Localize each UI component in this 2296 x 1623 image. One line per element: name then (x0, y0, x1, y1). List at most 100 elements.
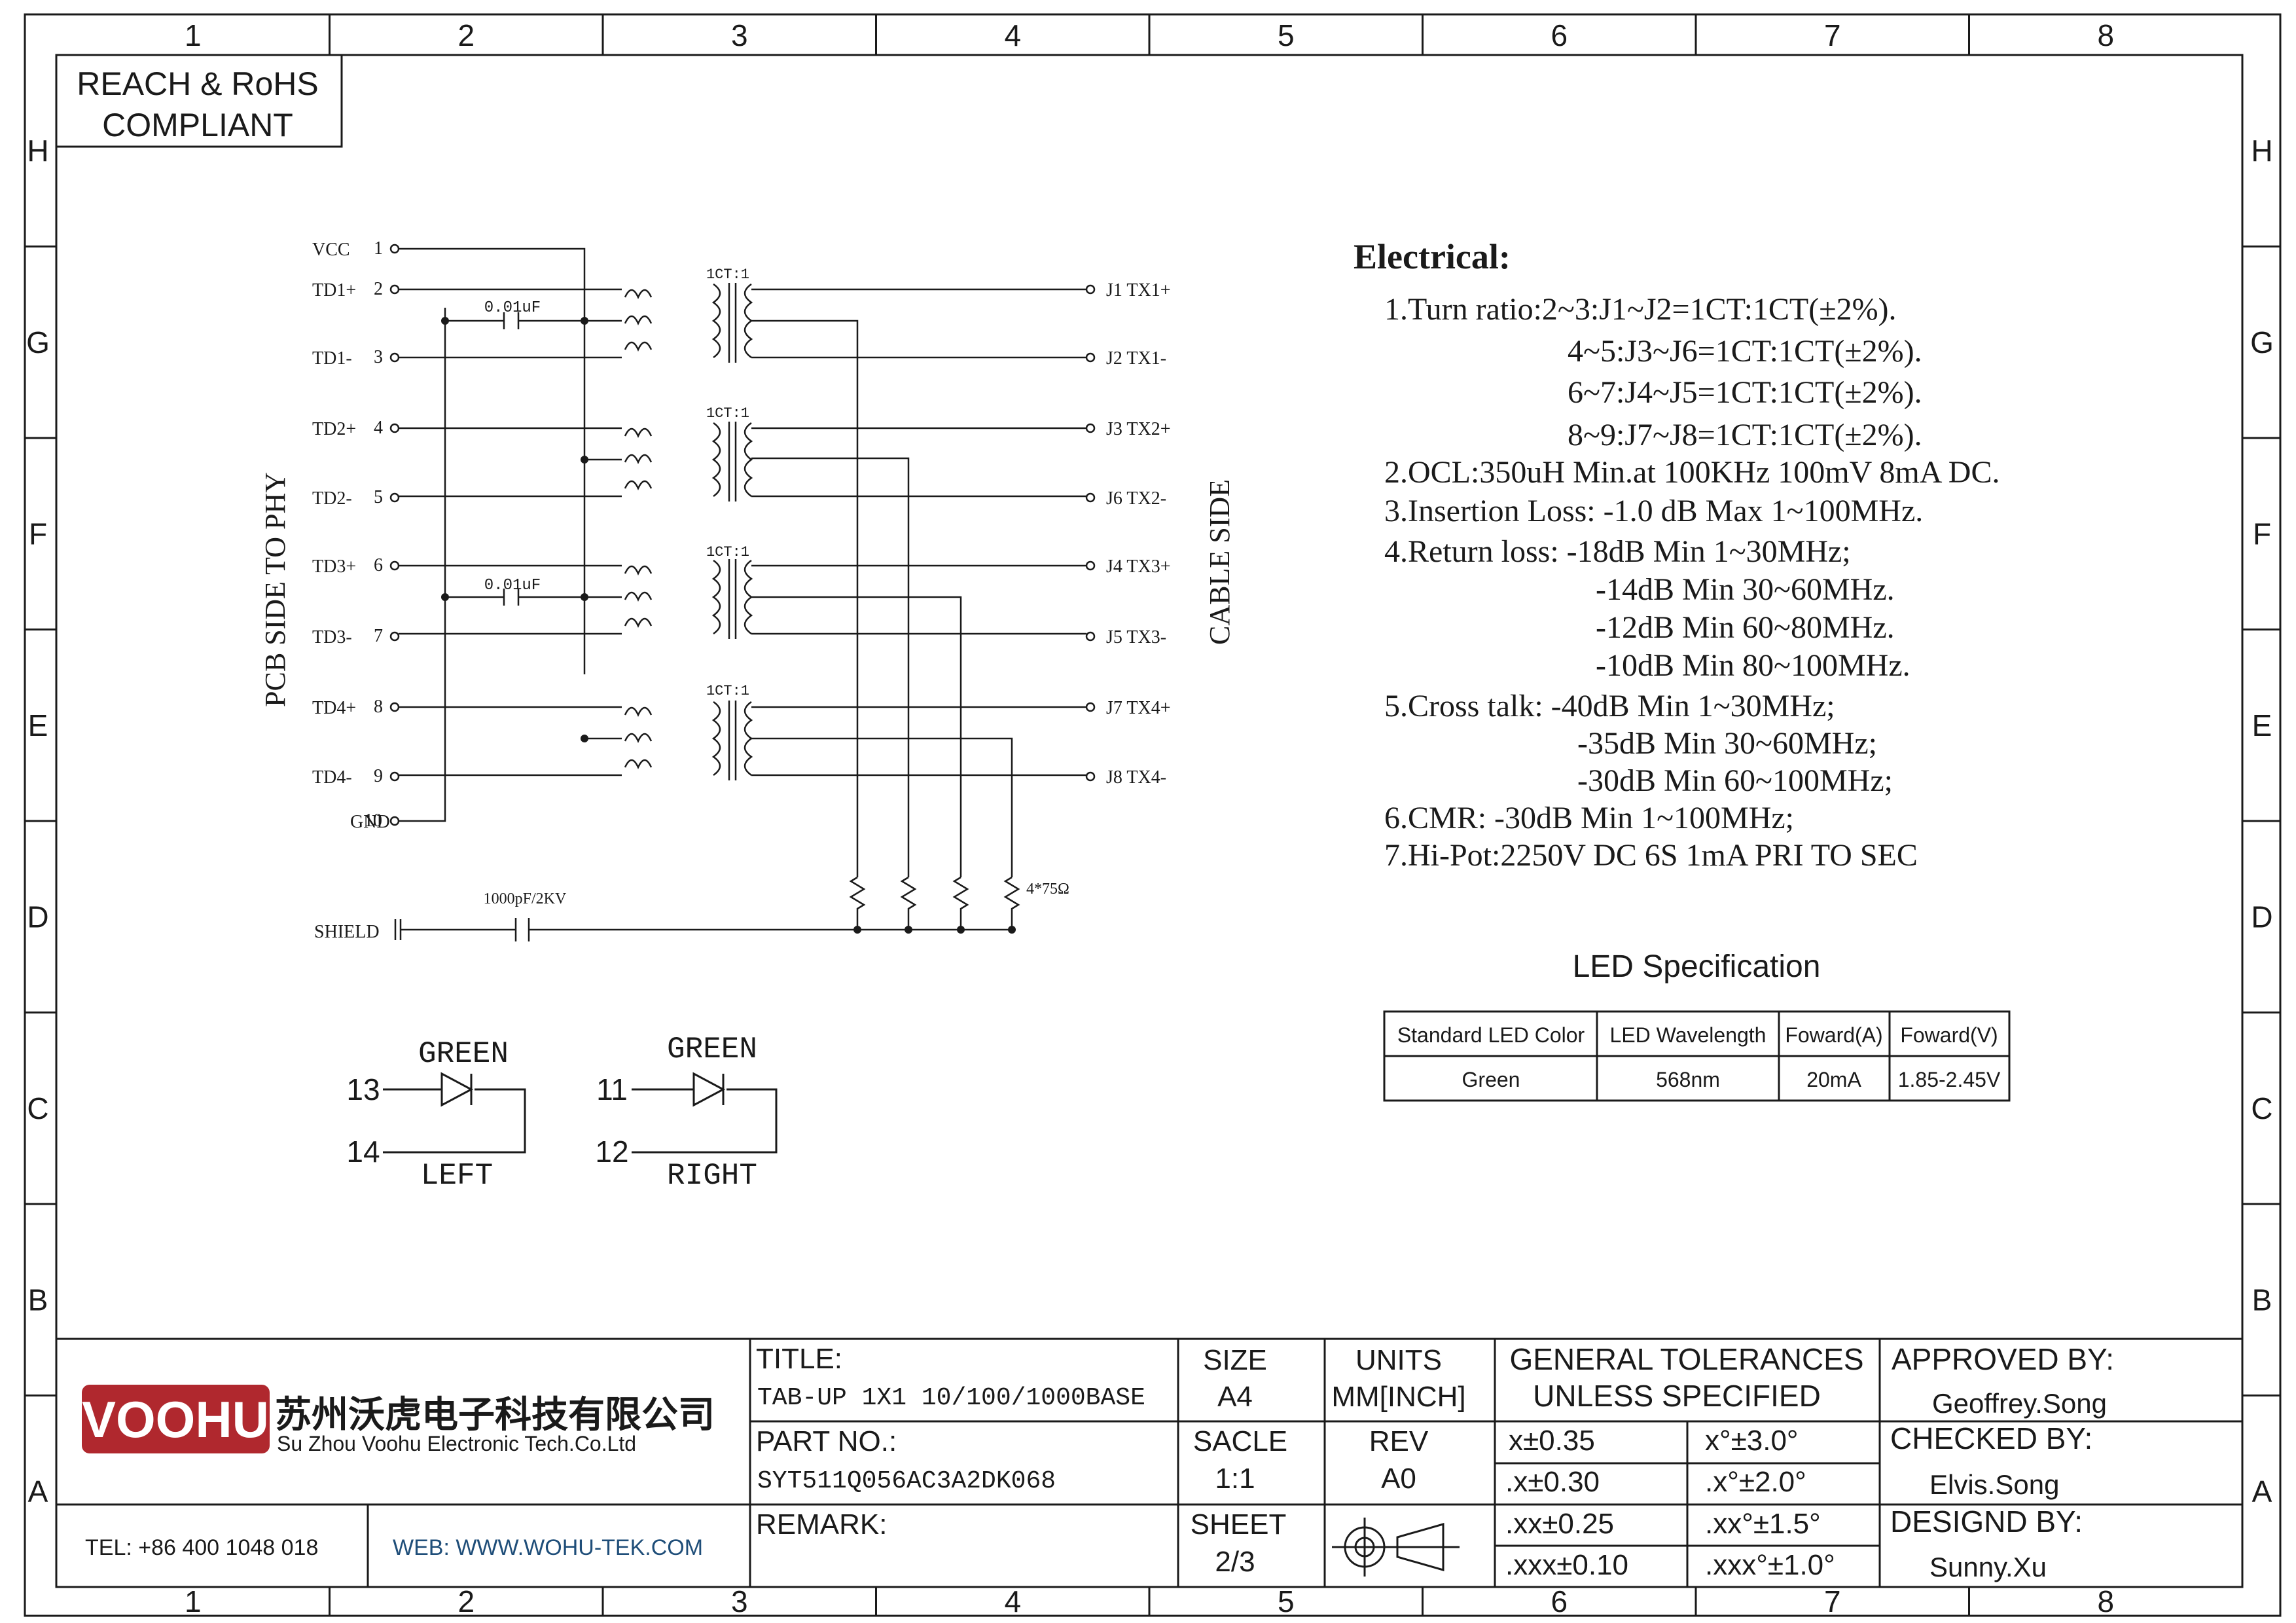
ratio-label-3: 1CT:1 (706, 544, 749, 560)
right-pin-J8-label: J8 TX4- (1106, 767, 1166, 788)
left-pin-1-name: VCC (312, 240, 350, 260)
compliance-line-2: COMPLIANT (102, 107, 293, 143)
zone-row-F-right: F (2253, 517, 2271, 551)
size-label: SIZE (1203, 1344, 1267, 1376)
left-pin-3-name: TD1- (312, 348, 352, 369)
led-left-diode-icon (440, 1072, 474, 1107)
right-pin-J6-label: J6 TX2- (1106, 488, 1166, 509)
zone-col-1-bottom: 1 (185, 1584, 202, 1618)
company-web[interactable]: WEB: WWW.WOHU-TEK.COM (393, 1535, 703, 1560)
led-right-diode-icon (692, 1072, 726, 1107)
left-pin-10-terminal (389, 816, 400, 826)
zone-row-C-right: C (2251, 1091, 2272, 1125)
led-spec-cell-forward-a: 20mA (1806, 1068, 1861, 1091)
transformer-secondary-icon (744, 701, 753, 776)
zone-row-C-left: C (27, 1091, 48, 1125)
zone-col-5-bottom: 5 (1278, 1584, 1295, 1618)
electrical-line-7: 4.Return loss: -18dB Min 1~30MHz; (1384, 534, 1851, 569)
tolerance-title-2: UNLESS SPECIFIED (1533, 1379, 1821, 1413)
electrical-line-2: 4~5:J3~J6=1CT:1CT(±2%). (1568, 334, 1922, 369)
zone-col-3-bottom: 3 (731, 1584, 748, 1618)
left-pin-10-number: 10 (364, 811, 382, 831)
ratio-label-4: 1CT:1 (706, 683, 749, 699)
led-right-pin-a: 11 (596, 1072, 628, 1106)
primary-coil-icon (624, 591, 653, 602)
zone-col-8-top: 8 (2097, 18, 2114, 52)
tolerance-linear-3: .xx±0.25 (1505, 1508, 1614, 1540)
termination-resistor-icon (952, 876, 969, 930)
electrical-line-4: 8~9:J7~J8=1CT:1CT(±2%). (1568, 418, 1922, 452)
transformer-primary-icon (711, 559, 721, 635)
right-pin-J5-label: J5 TX3- (1106, 627, 1166, 647)
resistor-label: 4*75Ω (1026, 881, 1069, 898)
right-pin-J4-label: J4 TX3+ (1106, 556, 1171, 577)
checked-label: CHECKED BY: (1890, 1421, 2092, 1455)
zone-row-D-left: D (27, 900, 48, 934)
primary-coil-icon (624, 480, 653, 491)
left-pin-2-name: TD1+ (312, 280, 356, 301)
designed-value: Sunny.Xu (1929, 1552, 2047, 1582)
tolerance-linear-2: .x±0.30 (1505, 1466, 1600, 1498)
right-pin-J6-terminal (1085, 492, 1096, 503)
approved-value: Geoffrey.Song (1932, 1388, 2107, 1419)
left-pin-6-name: TD3+ (312, 556, 356, 577)
primary-coil-icon (624, 565, 653, 576)
size-value: A4 (1217, 1381, 1253, 1413)
zone-row-E-right: E (2252, 708, 2272, 742)
zone-col-3-top: 3 (731, 18, 748, 52)
zone-col-8-bottom: 8 (2097, 1584, 2114, 1618)
title-label: TITLE: (756, 1343, 842, 1375)
left-pin-3-number: 3 (374, 347, 383, 367)
led-left: GREEN 13 14 LEFT (346, 1037, 526, 1193)
ratio-label-2: 1CT:1 (706, 405, 749, 422)
electrical-line-3: 6~7:J4~J5=1CT:1CT(±2%). (1568, 375, 1922, 410)
rev-value: A0 (1381, 1463, 1416, 1495)
schematic-wires (394, 247, 1086, 941)
tolerance-angular-1: x°±3.0° (1705, 1425, 1799, 1457)
left-pin-1-terminal (389, 244, 400, 254)
zone-col-4-top: 4 (1004, 18, 1021, 52)
tolerance-linear-4: .xxx±0.10 (1505, 1549, 1628, 1581)
zone-row-H-left: H (27, 134, 48, 168)
cap-label-2: 0.01uF (484, 577, 541, 594)
left-pin-9-terminal (389, 771, 400, 782)
primary-coil-icon (624, 315, 653, 326)
zone-row-F-left: F (29, 517, 47, 551)
cap-label-1: 0.01uF (484, 299, 541, 317)
rev-label: REV (1369, 1425, 1429, 1457)
scale-value: 1:1 (1215, 1463, 1255, 1495)
electrical-lines: 1.Turn ratio:2~3:J1~J2=1CT:1CT(±2%). 4~5:… (1384, 292, 2000, 873)
electrical-line-5: 2.OCL:350uH Min.at 100KHz 100mV 8mA DC. (1384, 455, 2000, 490)
right-pin-list: J1 TX1+J2 TX1-J3 TX2+J6 TX2-J4 TX3+J5 TX… (1085, 280, 1171, 788)
left-pin-8-name: TD4+ (312, 698, 356, 718)
led-left-side: LEFT (421, 1159, 493, 1193)
left-pin-8-terminal (389, 702, 400, 712)
electrical-spec: Electrical: 1.Turn ratio:2~3:J1~J2=1CT:1… (1354, 237, 2000, 873)
company-tel: TEL: +86 400 1048 018 (85, 1535, 318, 1560)
company-logo-badge (82, 1385, 270, 1453)
electrical-heading: Electrical: (1354, 237, 1511, 276)
title-value: TAB-UP 1X1 10/100/1000BASE (757, 1384, 1145, 1412)
right-pin-J2-terminal (1085, 352, 1096, 363)
termination-resistor-icon (849, 876, 866, 930)
termination-resistor-icon (900, 876, 917, 930)
left-pin-5-number: 5 (374, 487, 383, 507)
zone-row-H-right: H (2251, 134, 2272, 168)
electrical-line-1: 1.Turn ratio:2~3:J1~J2=1CT:1CT(±2%). (1384, 292, 1897, 327)
zone-row-A-left: A (28, 1474, 48, 1508)
left-pin-8-number: 8 (374, 697, 383, 717)
left-pin-7-name: TD3- (312, 627, 352, 647)
led-spec-cell-color: Green (1462, 1068, 1520, 1091)
left-pin-3-terminal (389, 352, 400, 363)
termination-resistor-icon (1003, 876, 1020, 930)
electrical-line-15: 7.Hi-Pot:2250V DC 6S 1mA PRI TO SEC (1384, 838, 1918, 873)
part-value: SYT511Q056AC3A2DK068 (757, 1467, 1056, 1495)
tolerance-title-1: GENERAL TOLERANCES (1509, 1342, 1863, 1376)
zone-row-G-right: G (2250, 325, 2274, 359)
units-value: MM[INCH] (1331, 1381, 1465, 1413)
